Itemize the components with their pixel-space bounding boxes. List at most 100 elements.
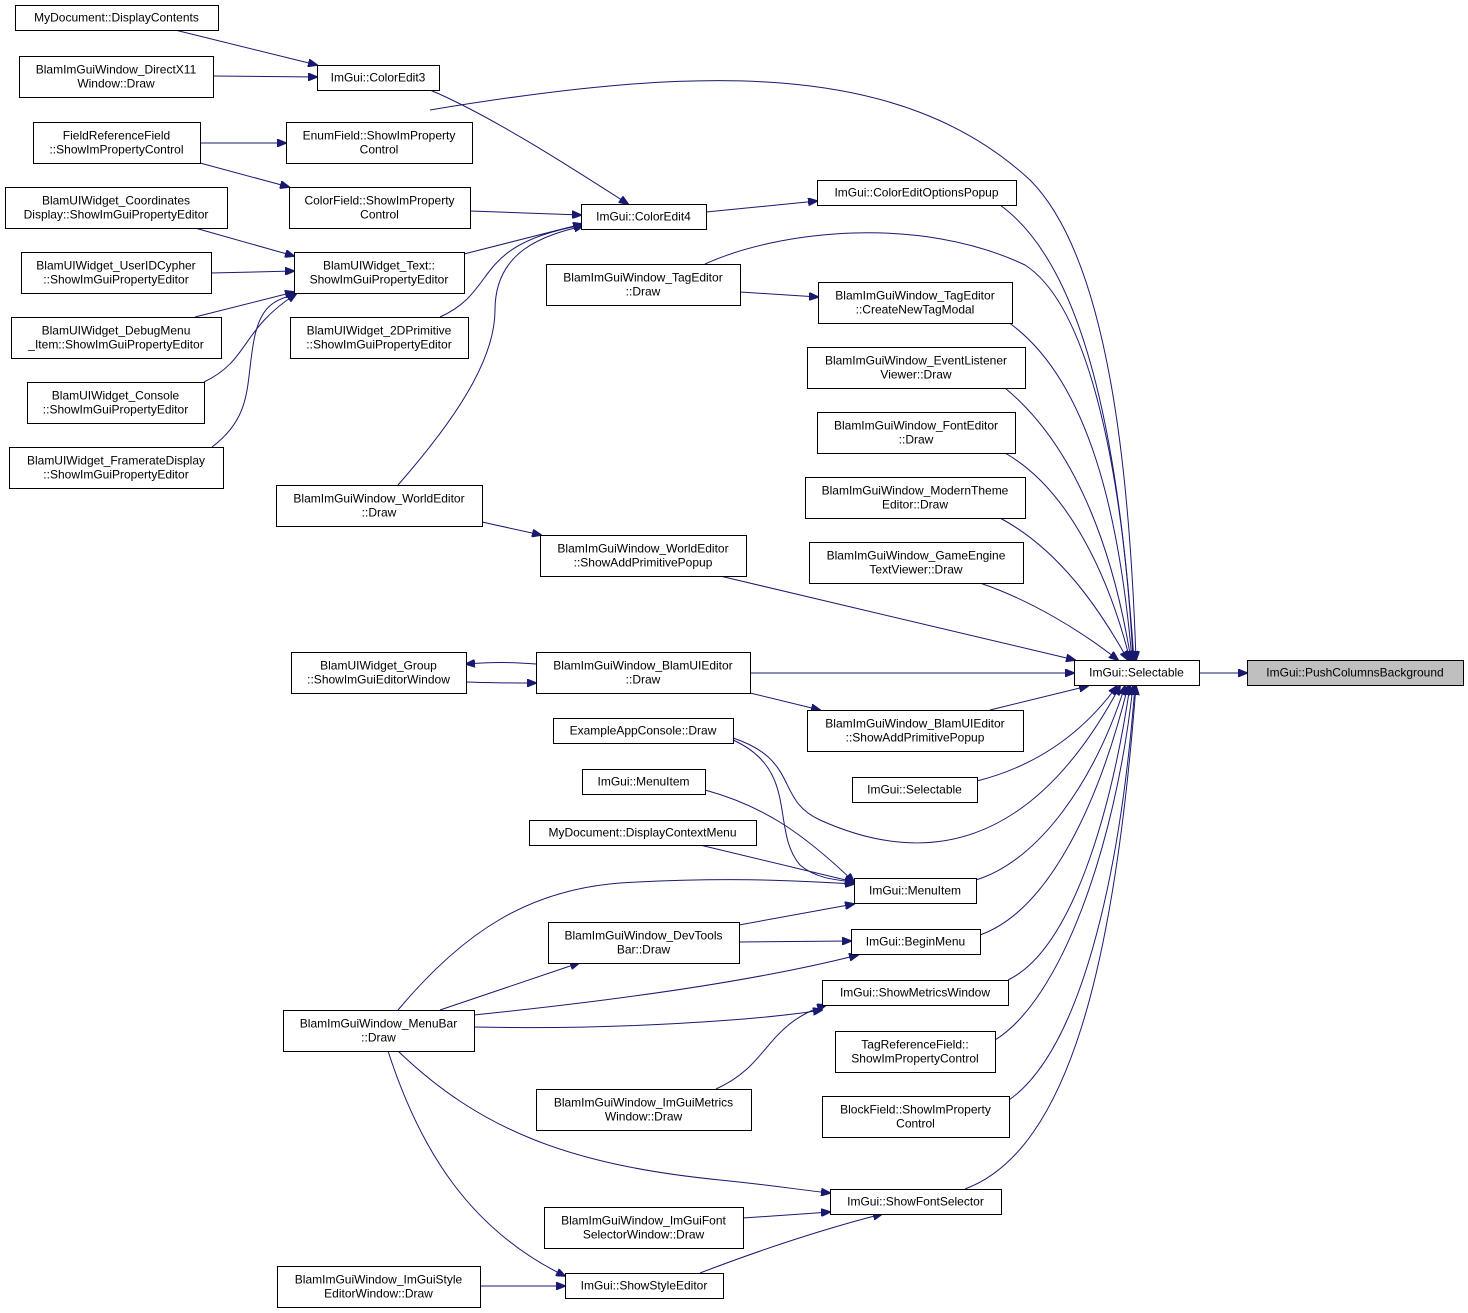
edge-gtv-to-sel — [979, 582, 1118, 660]
node-label: ImGui::MenuItem — [869, 884, 961, 898]
node-sse[interactable]: ImGui::ShowStyleEditor — [565, 1273, 724, 1299]
node-label: ::Draw — [361, 1031, 396, 1045]
node-tcm[interactable]: BlamImGuiWindow_TagEditor::CreateNewTagM… — [818, 282, 1013, 324]
node-enf[interactable]: EnumField::ShowImPropertyControl — [286, 122, 473, 164]
node-wap[interactable]: BlamImGuiWindow_WorldEditor::ShowAddPrim… — [540, 535, 747, 577]
node-box — [19, 56, 214, 98]
node-dcm[interactable]: MyDocument::DisplayContextMenu — [529, 820, 757, 846]
edge-wcd-to-wtx — [194, 227, 294, 256]
node-cof[interactable]: ColorField::ShowImPropertyControl — [289, 187, 471, 229]
node-label: ::ShowImGuiPropertyEditor — [43, 468, 188, 482]
node-wtx[interactable]: BlamUIWidget_Text::ShowImGuiPropertyEdit… — [294, 252, 465, 294]
edge-sel2-to-sel — [976, 686, 1117, 782]
node-mbd[interactable]: BlamImGuiWindow_MenuBar::Draw — [283, 1010, 475, 1052]
node-bap[interactable]: BlamImGuiWindow_BlamUIEditor::ShowAddPri… — [807, 710, 1024, 752]
node-bue[interactable]: BlamImGuiWindow_BlamUIEditor::Draw — [536, 652, 751, 694]
node-label: ImGui::PushColumnsBackground — [1266, 666, 1443, 680]
node-mi[interactable]: ImGui::MenuItem — [854, 878, 977, 904]
node-label: BlamUIWidget_DebugMenu — [42, 324, 191, 338]
node-box — [818, 282, 1013, 324]
node-label: ::Draw — [626, 285, 661, 299]
node-label: BlamImGuiWindow_WorldEditor — [293, 492, 464, 506]
node-label: Control — [360, 143, 399, 157]
node-label: ::CreateNewTagModal — [856, 303, 975, 317]
edge-wap-to-sel — [719, 575, 1075, 660]
node-label: BlamImGuiWindow_DevTools — [564, 929, 722, 943]
node-eac[interactable]: ExampleAppConsole::Draw — [553, 718, 734, 744]
node-label: BlamImGuiWindow_TagEditor — [835, 289, 994, 303]
node-trf[interactable]: TagReferenceField::ShowImPropertyControl — [835, 1031, 996, 1073]
node-box — [851, 929, 981, 955]
node-box — [289, 187, 471, 229]
node-ceop[interactable]: ImGui::ColorEditOptionsPopup — [817, 180, 1017, 206]
node-label: TagReferenceField:: — [861, 1038, 968, 1052]
node-gtv[interactable]: BlamImGuiWindow_GameEngineTextViewer::Dr… — [809, 542, 1024, 584]
node-box — [1247, 660, 1464, 686]
node-box — [536, 652, 751, 694]
edge-mbd-to-sfs — [397, 1050, 830, 1193]
node-label: MyDocument::DisplayContents — [34, 11, 199, 25]
edge-sfs-to-sel — [964, 686, 1136, 1190]
node-sfs[interactable]: ImGui::ShowFontSelector — [830, 1189, 1002, 1215]
node-ise[interactable]: BlamImGuiWindow_ImGuiStyleEditorWindow::… — [277, 1266, 481, 1308]
node-box — [294, 252, 465, 294]
node-smw[interactable]: ImGui::ShowMetricsWindow — [822, 980, 1009, 1006]
node-w2d[interactable]: BlamUIWidget_2DPrimitive::ShowImGuiPrope… — [290, 317, 469, 359]
node-wgr[interactable]: BlamUIWidget_Group::ShowImGuiEditorWindo… — [291, 652, 467, 694]
node-ce4[interactable]: ImGui::ColorEdit4 — [581, 204, 707, 230]
node-wfr[interactable]: BlamUIWidget_FramerateDisplay::ShowImGui… — [9, 447, 224, 489]
node-wco[interactable]: BlamUIWidget_Console::ShowImGuiPropertyE… — [27, 382, 205, 424]
node-label: ImGui::ColorEdit3 — [331, 71, 426, 85]
node-sel2[interactable]: ImGui::Selectable — [852, 777, 978, 803]
node-bm[interactable]: ImGui::BeginMenu — [851, 929, 981, 955]
node-wdm[interactable]: BlamUIWidget_DebugMenu_Item::ShowImGuiPr… — [11, 317, 222, 359]
node-wed[interactable]: BlamImGuiWindow_WorldEditor::Draw — [276, 485, 483, 527]
node-label: BlamImGuiWindow_FontEditor — [834, 419, 998, 433]
node-box — [581, 204, 707, 230]
node-box — [553, 718, 734, 744]
node-label: ::ShowImGuiEditorWindow — [307, 673, 450, 687]
edge-tcm-to-sel — [1007, 321, 1132, 660]
node-label: ::ShowImGuiPropertyEditor — [306, 338, 451, 352]
node-mi2[interactable]: ImGui::MenuItem — [582, 769, 706, 795]
node-label: Bar::Draw — [617, 943, 671, 957]
node-box — [27, 382, 205, 424]
edge-fed-to-sel — [1004, 452, 1130, 660]
node-box — [807, 710, 1024, 752]
node-label: ShowImGuiPropertyEditor — [310, 273, 449, 287]
node-box — [835, 1031, 996, 1073]
node-wuc[interactable]: BlamUIWidget_UserIDCypher::ShowImGuiProp… — [21, 252, 212, 294]
edge-sse-to-sfs — [699, 1214, 882, 1274]
node-label: BlamImGuiWindow_TagEditor — [563, 271, 722, 285]
node-box — [11, 317, 222, 359]
node-label: SelectorWindow::Draw — [583, 1228, 705, 1242]
node-elv[interactable]: BlamImGuiWindow_EventListenerViewer::Dra… — [807, 347, 1026, 389]
node-wcd[interactable]: BlamUIWidget_CoordinatesDisplay::ShowImG… — [5, 187, 228, 229]
node-sel[interactable]: ImGui::Selectable — [1074, 660, 1200, 686]
edge-dtb-to-mi — [738, 904, 854, 926]
edges — [174, 29, 1247, 1286]
node-ce3[interactable]: ImGui::ColorEdit3 — [317, 65, 440, 91]
node-label: BlamUIWidget_FramerateDisplay — [27, 454, 205, 468]
node-label: BlamUIWidget_Coordinates — [42, 194, 190, 208]
edge-ted-to-sel — [704, 232, 1133, 660]
node-label: Window::Draw — [605, 1110, 683, 1124]
node-fed[interactable]: BlamImGuiWindow_FontEditor::Draw — [817, 412, 1016, 454]
node-ifs[interactable]: BlamImGuiWindow_ImGuiFontSelectorWindow:… — [544, 1207, 744, 1249]
node-pcb[interactable]: ImGui::PushColumnsBackground — [1247, 660, 1464, 686]
node-bkf[interactable]: BlockField::ShowImPropertyControl — [822, 1096, 1010, 1138]
node-label: BlamUIWidget_2DPrimitive — [307, 324, 452, 338]
node-label: ::ShowImGuiPropertyEditor — [43, 403, 188, 417]
node-ted[interactable]: BlamImGuiWindow_TagEditor::Draw — [546, 264, 741, 306]
node-box — [21, 252, 212, 294]
node-box — [854, 878, 977, 904]
edge-eac-to-mi — [732, 739, 854, 882]
edge-cof-to-ce4 — [469, 210, 581, 215]
node-frf[interactable]: FieldReferenceField::ShowImPropertyContr… — [33, 122, 201, 164]
node-mdc[interactable]: MyDocument::DisplayContents — [15, 5, 219, 31]
